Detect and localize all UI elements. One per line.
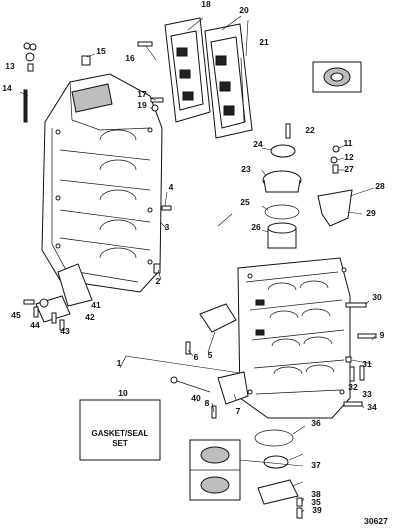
crankcase-cover xyxy=(237,257,351,419)
figure-number: 30627 xyxy=(364,516,388,526)
lower-seal-housing xyxy=(189,429,303,519)
callout-13: 13 xyxy=(5,61,15,71)
callout-25: 25 xyxy=(240,197,250,207)
callout-23: 23 xyxy=(241,164,251,174)
seal-inset xyxy=(312,61,362,93)
kit-label-line1: GASKET/SEAL xyxy=(92,429,149,438)
callout-22: 22 xyxy=(305,125,315,135)
callout-36: 36 xyxy=(311,418,321,428)
gasket-seal-set-box xyxy=(79,399,161,461)
callout-17: 17 xyxy=(137,89,147,99)
callout-3: 3 xyxy=(165,222,170,232)
callout-34: 34 xyxy=(367,402,377,412)
callout-20: 20 xyxy=(239,5,249,15)
callout-15: 15 xyxy=(96,46,106,56)
leader-lines xyxy=(19,15,376,513)
bearing-caps xyxy=(170,303,249,419)
callout-6: 6 xyxy=(194,352,199,362)
callout-12: 12 xyxy=(344,152,354,162)
callout-35: 35 xyxy=(311,497,321,507)
callout-5: 5 xyxy=(208,350,213,360)
callout-28: 28 xyxy=(375,181,385,191)
callout-10: 10 xyxy=(118,388,128,398)
callout-8: 8 xyxy=(205,398,210,408)
bracket-parts xyxy=(23,263,93,331)
callout-labels: 1234567891011121314151617181920212223242… xyxy=(2,0,385,515)
callout-33: 33 xyxy=(362,389,372,399)
callout-43: 43 xyxy=(60,326,70,336)
cover-bolts xyxy=(343,302,377,407)
callout-41: 41 xyxy=(91,300,101,310)
callout-38: 38 xyxy=(311,489,321,499)
callout-11: 11 xyxy=(344,138,353,148)
callout-1: 1 xyxy=(117,358,122,368)
callout-40: 40 xyxy=(191,393,201,403)
callout-16: 16 xyxy=(125,53,135,63)
callout-14: 14 xyxy=(2,83,12,93)
callout-37: 37 xyxy=(311,460,321,470)
callout-26: 26 xyxy=(251,222,261,232)
fittings-left xyxy=(23,42,37,72)
callout-19: 19 xyxy=(137,100,147,110)
callout-21: 21 xyxy=(259,37,269,47)
callout-2: 2 xyxy=(156,276,161,286)
callout-42: 42 xyxy=(85,312,95,322)
callout-18: 18 xyxy=(201,0,211,9)
cylinder-block xyxy=(23,73,172,293)
callout-44: 44 xyxy=(30,320,40,330)
callout-27: 27 xyxy=(344,164,354,174)
callout-4: 4 xyxy=(169,182,174,192)
callout-9: 9 xyxy=(380,330,385,340)
callout-39: 39 xyxy=(312,505,322,515)
callout-45: 45 xyxy=(11,310,21,320)
reed-plate-assembly xyxy=(81,17,253,139)
callout-31: 31 xyxy=(362,359,372,369)
kit-label-line2: SET xyxy=(112,439,128,448)
callout-7: 7 xyxy=(236,406,241,416)
callout-32: 32 xyxy=(348,382,358,392)
callout-30: 30 xyxy=(372,292,382,302)
callout-24: 24 xyxy=(253,139,263,149)
upper-bearing-housing xyxy=(262,123,353,249)
callout-29: 29 xyxy=(366,208,376,218)
